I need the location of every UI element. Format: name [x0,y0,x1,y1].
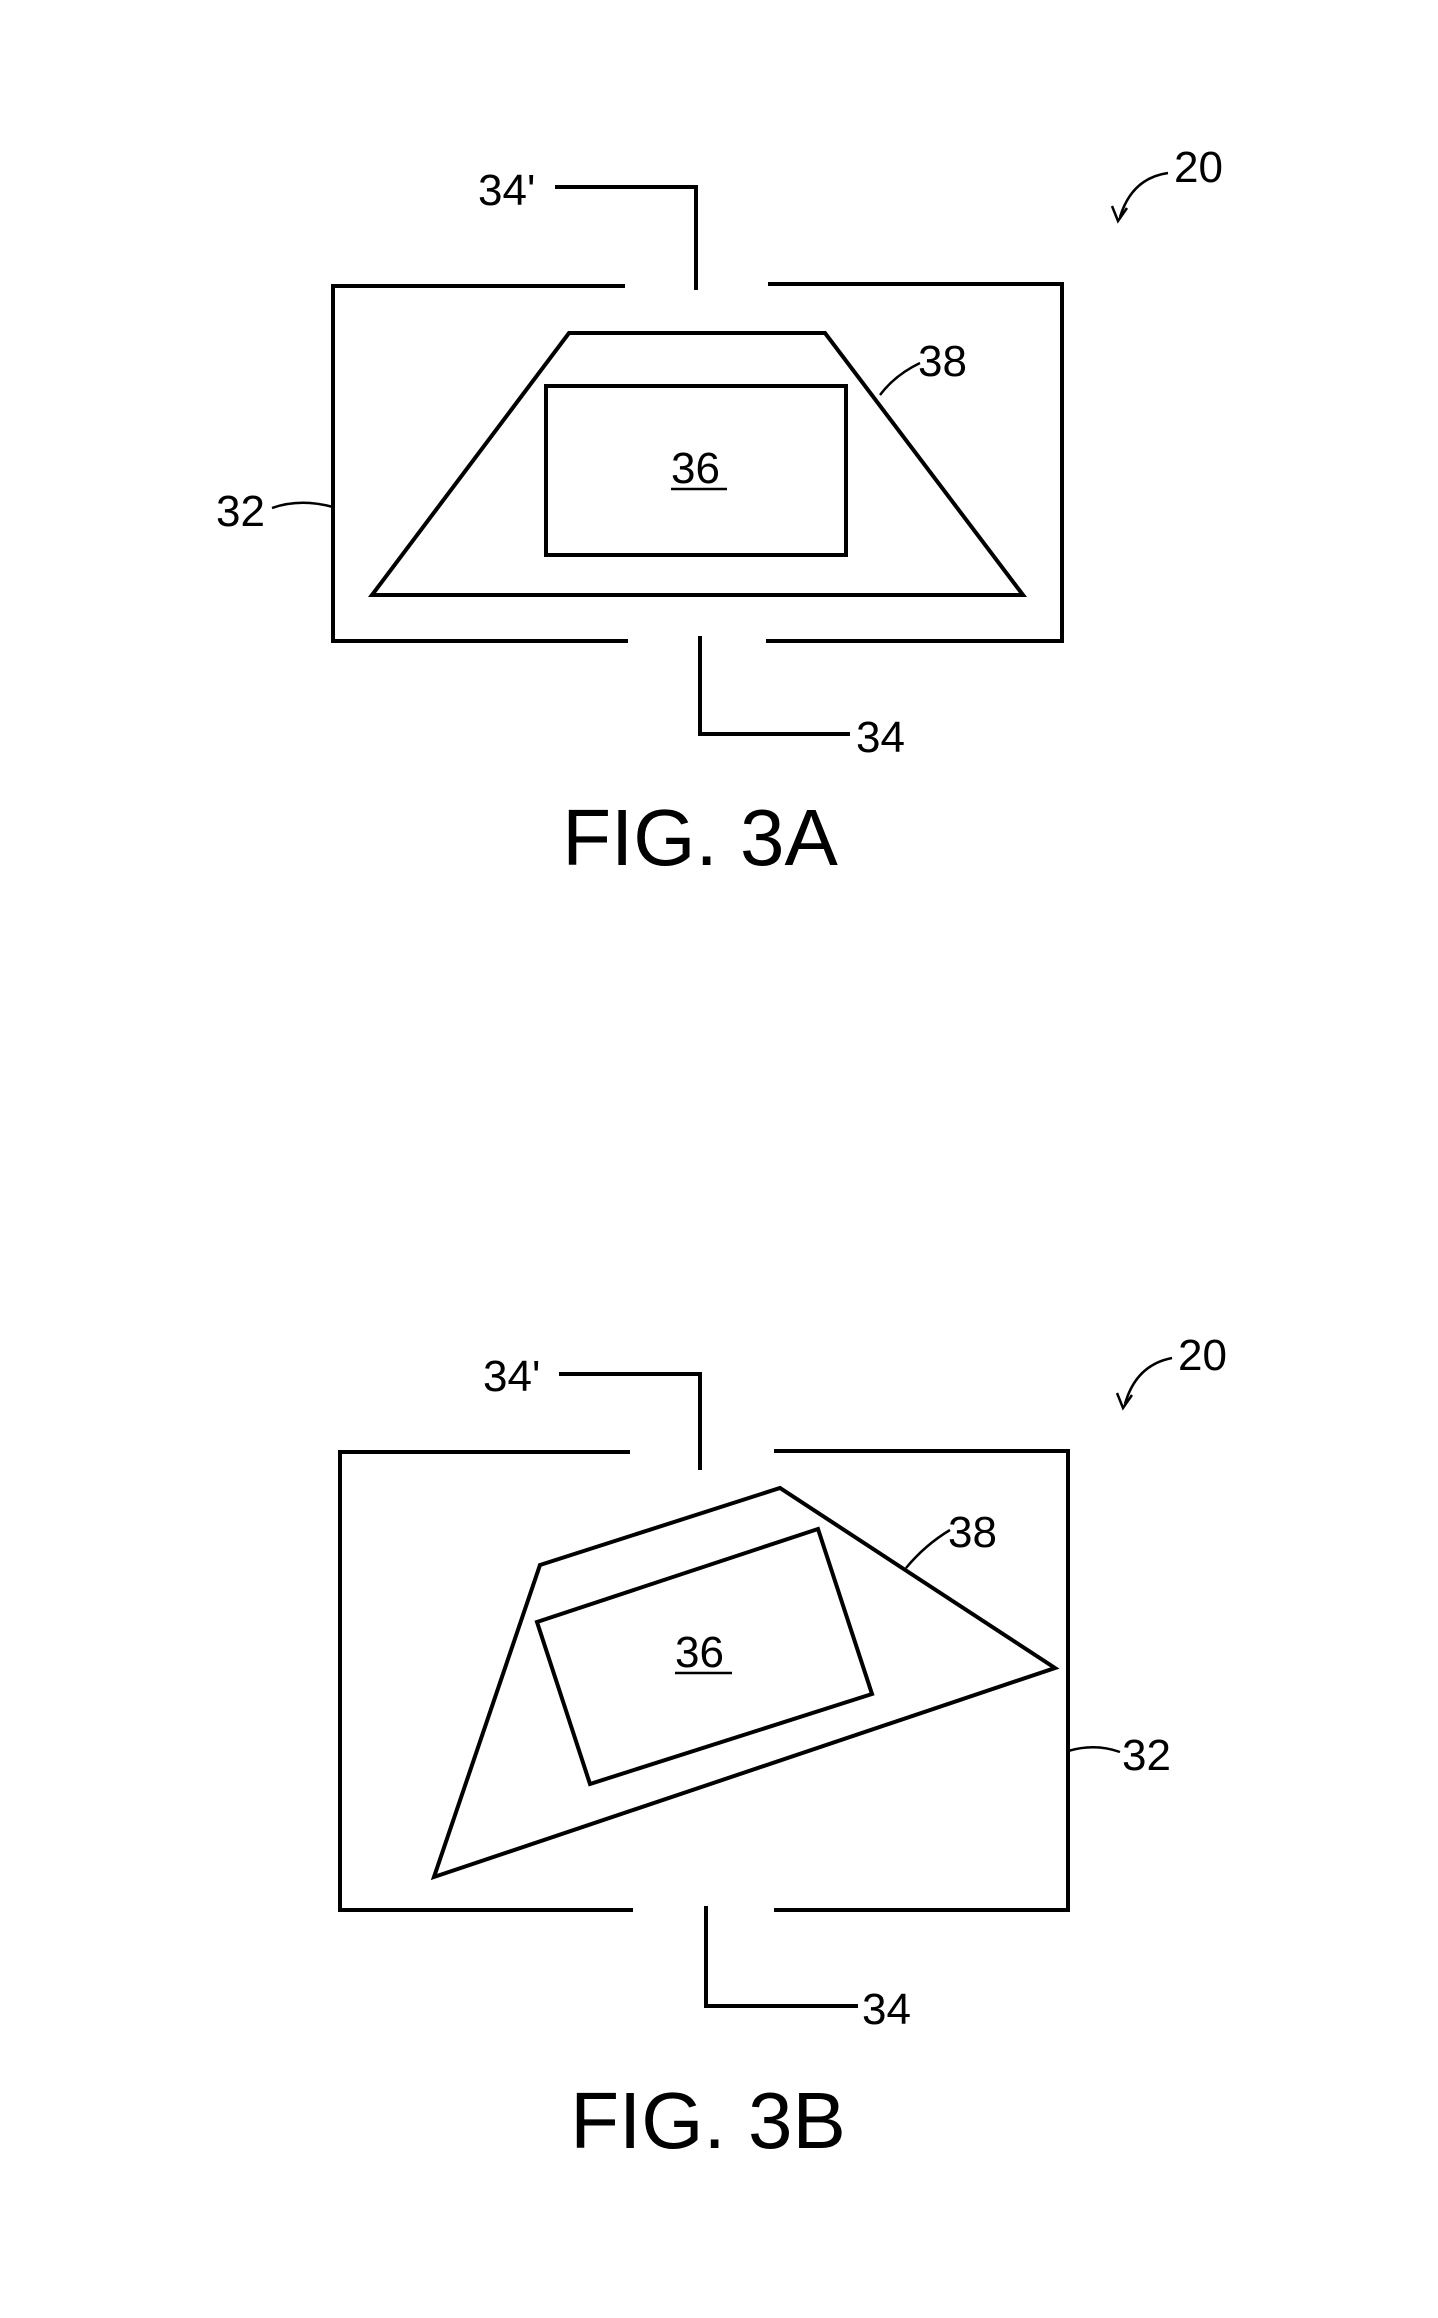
fig3b-leader-32 [1068,1747,1120,1752]
figure-3a: 20 34' 38 32 36 34 FIG. 3A [216,143,1223,882]
fig3a-leader-38 [880,363,920,395]
fig3a-leader-20 [1120,173,1168,217]
fig3b-label-32: 32 [1122,1731,1171,1780]
fig3b-caption: FIG. 3B [570,2076,846,2165]
fig3b-port-top-line [559,1374,700,1470]
fig3b-label-36: 36 [675,1628,724,1677]
fig3a-port-bottom-line [700,636,850,734]
fig3a-label-38: 38 [918,337,967,386]
fig3a-label-34-prime: 34' [478,166,535,215]
fig3a-label-32: 32 [216,487,265,536]
fig3b-port-bottom-line [706,1906,858,2006]
fig3a-label-34: 34 [856,713,905,762]
fig3a-label-36: 36 [671,444,720,493]
fig3a-label-20: 20 [1174,143,1223,192]
figure-3b: 20 34' 38 32 36 34 FIG. 3B [340,1331,1227,2165]
fig3a-leader-20-arrow [1112,206,1127,221]
fig3b-label-38: 38 [948,1508,997,1557]
fig3a-caption: FIG. 3A [562,793,838,882]
fig3b-leader-38 [906,1530,950,1568]
fig3b-label-34: 34 [862,1985,911,2034]
fig3b-leader-20-arrow [1117,1393,1132,1408]
fig3b-label-34-prime: 34' [483,1352,540,1401]
fig3a-leader-32 [272,503,333,508]
fig3b-label-20: 20 [1178,1331,1227,1380]
fig3a-port-top-line [555,187,696,290]
